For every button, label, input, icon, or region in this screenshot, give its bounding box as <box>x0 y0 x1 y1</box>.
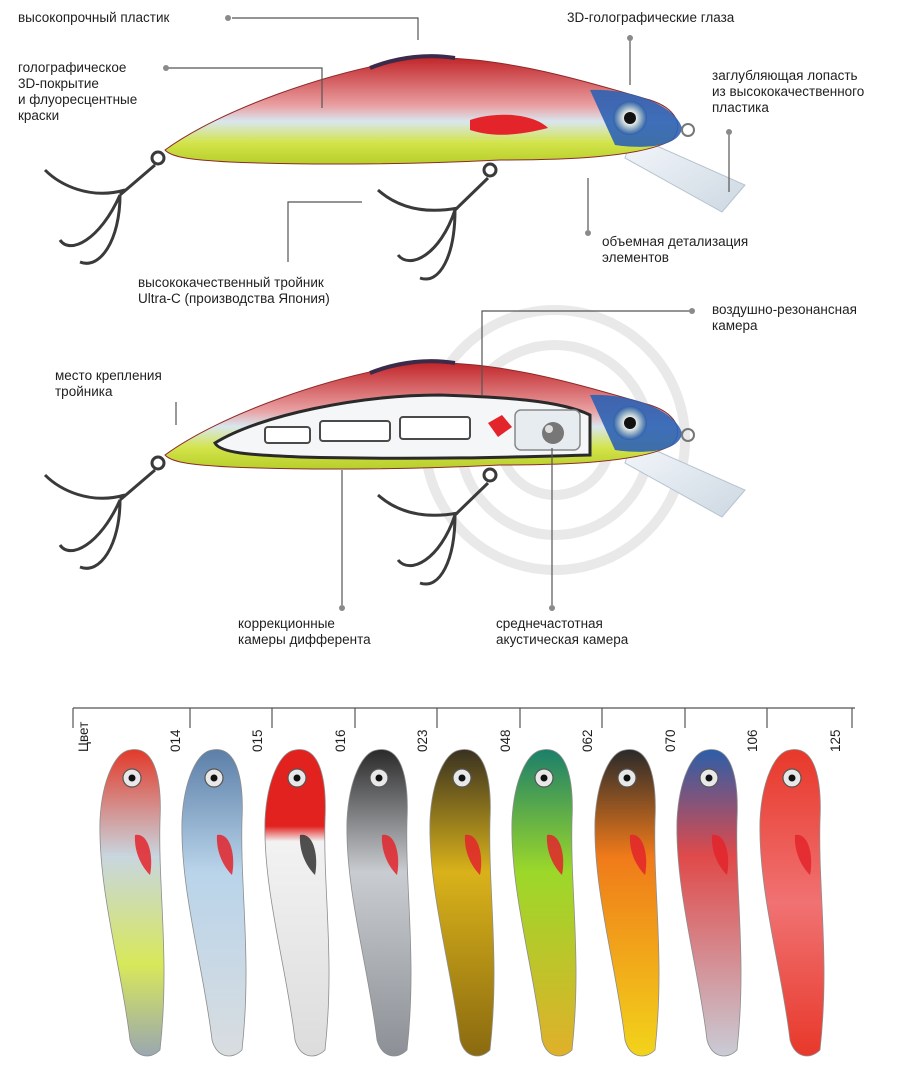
label-hook: высококачественный тройник Ultra-C (прои… <box>138 275 330 306</box>
label-air: воздушно-резонансная камера <box>712 302 857 333</box>
label-eyes: 3D-голографические глаза <box>567 10 735 25</box>
color-swatch-016 <box>264 749 330 1057</box>
label-trim: коррекционные камеры дифферента <box>238 616 371 647</box>
color-swatch-070 <box>594 749 660 1057</box>
color-swatch-023 <box>346 749 412 1057</box>
color-swatches <box>99 749 825 1057</box>
callout-lines <box>163 15 732 611</box>
label-acoustic: среднечастотная акустическая камера <box>496 616 629 647</box>
label-attach: место крепления тройника <box>55 368 162 399</box>
label-lip: заглубляющая лопасть из высококачественн… <box>712 68 865 115</box>
label-plastic: высокопрочный пластик <box>18 10 170 25</box>
label-coating: голографическое 3D-покрытие и флуоресцен… <box>18 60 138 123</box>
color-swatch-014 <box>99 749 165 1057</box>
color-swatch-125 <box>759 749 825 1057</box>
lure-illustration-top <box>43 54 746 281</box>
color-legend-frame <box>72 707 855 728</box>
color-swatch-062 <box>511 749 577 1057</box>
color-swatch-048 <box>429 749 495 1057</box>
color-swatch-015 <box>181 749 247 1057</box>
lure-illustration-cutaway <box>43 305 746 586</box>
color-swatch-106 <box>676 749 742 1057</box>
label-detail: объемная детализация элементов <box>602 234 749 265</box>
